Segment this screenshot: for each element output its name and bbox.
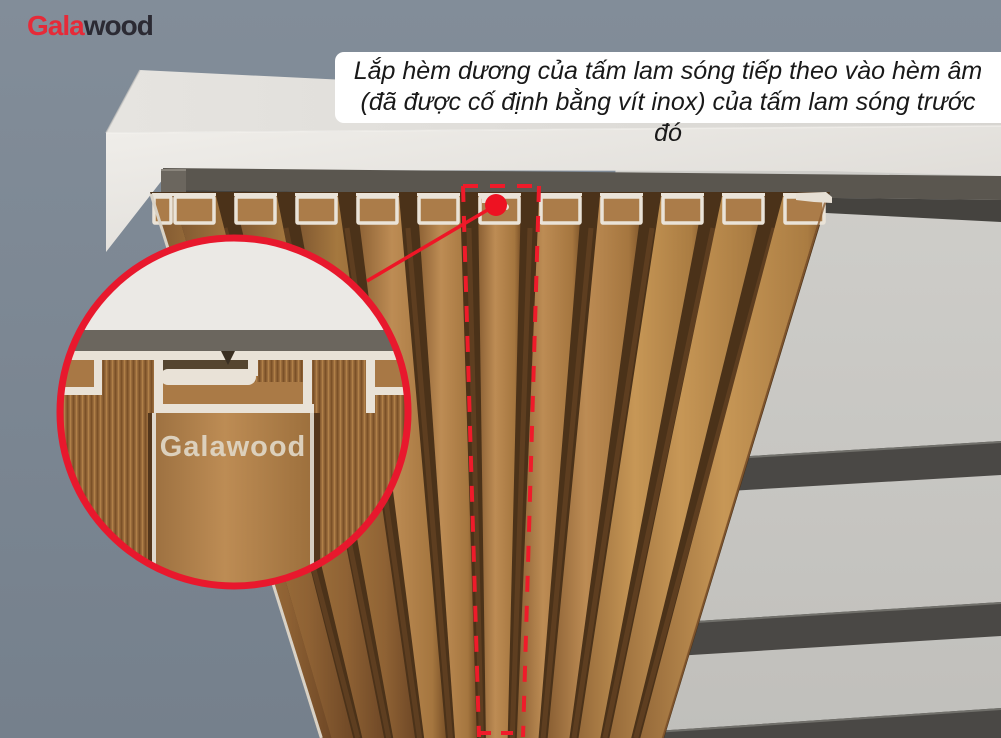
groove-stripe (540, 227, 594, 738)
red-dashed-highlight (461, 184, 541, 738)
groove-stripe (602, 227, 716, 738)
panel-right-edge (661, 195, 828, 738)
logo-text-gala: Gala (27, 10, 85, 41)
inset-joint-profile (60, 351, 408, 413)
slat-chamber (295, 195, 338, 225)
slat-chamber (661, 195, 704, 225)
wood-slat (417, 196, 477, 738)
wood-slat (609, 196, 765, 738)
magnifier-ring (56, 234, 412, 590)
wood-slat (547, 196, 643, 738)
groove-stripe (509, 227, 533, 738)
groove-stripe (633, 227, 777, 738)
caption-line-1: Lắp hèm dương của tấm lam sóng tiếp theo… (353, 57, 983, 85)
wall-battens (652, 441, 1001, 738)
slat-chamber (173, 195, 216, 225)
callout-connector-line (366, 203, 497, 283)
slat-chamber (234, 195, 277, 225)
slat-chamber (356, 195, 399, 225)
slat-chamber (722, 195, 765, 225)
wood-slat (516, 196, 582, 738)
joint-callout-dot (485, 194, 507, 216)
groove-stripe (466, 227, 484, 738)
logo-text-wood: wood (83, 10, 154, 41)
wood-slat (640, 196, 826, 738)
inset-watermark-text: Galawood (160, 431, 307, 463)
wood-slat (578, 196, 704, 738)
groove-stripe (571, 227, 655, 738)
galawood-logo: Galawood (27, 10, 154, 42)
caption-line-2: (đã được cố định bằng vít inox) của tấm … (360, 88, 976, 147)
groove-stripe (405, 227, 453, 738)
slat-chamber (417, 195, 460, 225)
instruction-caption: Lắp hèm dương của tấm lam sóng tiếp theo… (335, 52, 1001, 147)
wood-slat (478, 196, 521, 738)
slat-chamber (539, 195, 582, 225)
slat-chamber (600, 195, 643, 225)
